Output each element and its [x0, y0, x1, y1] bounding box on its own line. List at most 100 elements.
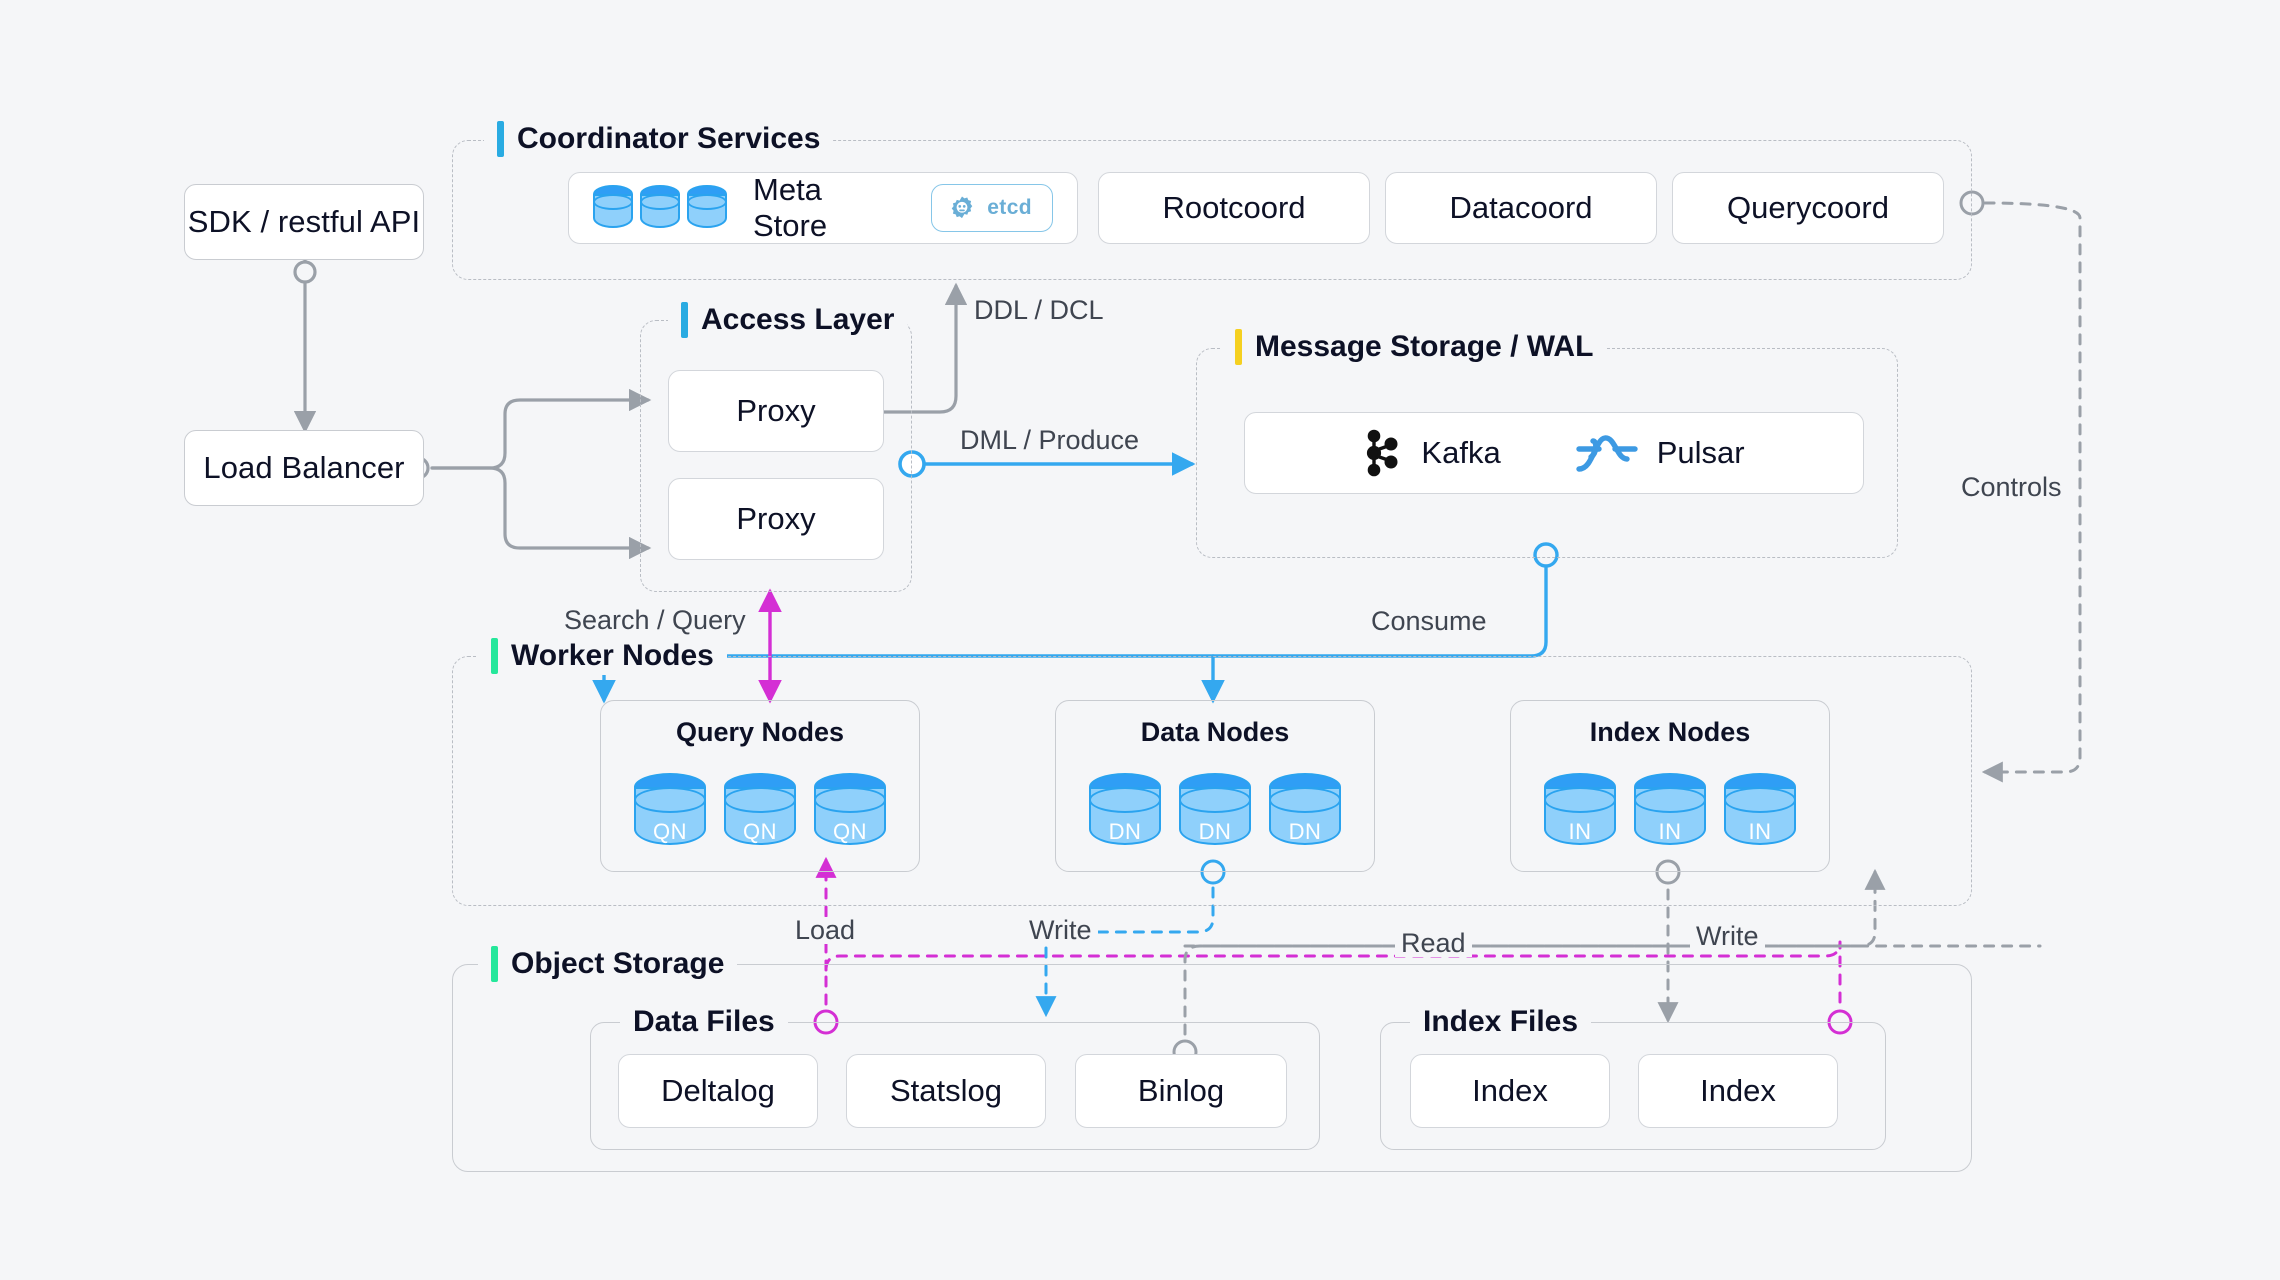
deltalog-label: Deltalog	[661, 1073, 775, 1108]
query-node-cylinder: QN	[814, 773, 886, 851]
worker-nodes-label: Worker Nodes	[511, 639, 714, 672]
data-node-cylinder: DN	[1269, 773, 1341, 851]
brokers-card[interactable]: Kafka Pulsar	[1244, 412, 1864, 494]
meta-store-cylinder	[687, 185, 727, 231]
message-storage-title: Message Storage / WAL	[1222, 328, 1607, 366]
proxy-card-1[interactable]: Proxy	[668, 370, 884, 452]
pulsar-label: Pulsar	[1656, 435, 1745, 470]
index-files-group	[1380, 1022, 1886, 1150]
index-nodes-title: Index Nodes	[1589, 717, 1751, 747]
object-storage-label: Object Storage	[511, 947, 725, 980]
data-files-title: Data Files	[620, 1003, 788, 1041]
index-node-cylinder: IN	[1544, 773, 1616, 851]
querycoord-card[interactable]: Querycoord	[1672, 172, 1944, 244]
etcd-badge[interactable]: etcd	[931, 184, 1053, 232]
query-nodes-group[interactable]: Query Nodes QN QN QN	[600, 700, 920, 872]
data-files-label: Data Files	[633, 1005, 775, 1038]
deltalog-card[interactable]: Deltalog	[618, 1054, 818, 1128]
index-node-cylinder: IN	[1724, 773, 1796, 851]
coordinator-accent-tick	[497, 121, 504, 157]
rootcoord-label: Rootcoord	[1162, 190, 1306, 225]
edge-label-consume: Consume	[1365, 608, 1493, 635]
binlog-label: Binlog	[1137, 1073, 1225, 1108]
query-node-label: QN	[653, 819, 687, 844]
object-storage-title: Object Storage	[478, 945, 738, 983]
kafka-broker[interactable]: Kafka	[1363, 429, 1501, 477]
worker-nodes-group	[452, 656, 1972, 906]
kafka-label: Kafka	[1421, 435, 1501, 470]
edge-label-read: Read	[1395, 930, 1472, 957]
data-node-label: DN	[1198, 819, 1232, 844]
querycoord-label: Querycoord	[1727, 190, 1889, 225]
proxy-card-2[interactable]: Proxy	[668, 478, 884, 560]
datacoord-card[interactable]: Datacoord	[1385, 172, 1657, 244]
index-node-label: IN	[1658, 819, 1682, 844]
meta-store-card[interactable]: Meta Store etcd	[568, 172, 1078, 244]
index-files-title: Index Files	[1410, 1003, 1592, 1041]
meta-store-cylinder	[640, 185, 680, 231]
edge-label-ddl: DDL / DCL	[968, 297, 1110, 324]
data-files-group	[590, 1022, 1320, 1150]
data-nodes-group[interactable]: Data Nodes DN DN DN	[1055, 700, 1375, 872]
query-node-cylinder: QN	[724, 773, 796, 851]
edge-label-write-data: Write	[1023, 917, 1098, 944]
query-node-cylinder: QN	[634, 773, 706, 851]
access-layer-accent-tick	[681, 302, 688, 338]
statslog-card[interactable]: Statslog	[846, 1054, 1046, 1128]
rootcoord-card[interactable]: Rootcoord	[1098, 172, 1370, 244]
proxy-label-1: Proxy	[736, 393, 816, 428]
index-nodes-group[interactable]: Index Nodes IN IN IN	[1510, 700, 1830, 872]
object-storage-accent-tick	[491, 946, 498, 982]
meta-store-cylinders	[593, 185, 727, 231]
data-node-cylinder: DN	[1089, 773, 1161, 851]
etcd-gear-icon	[951, 196, 973, 219]
coordinator-services-group	[452, 140, 1972, 280]
pulsar-broker[interactable]: Pulsar	[1575, 429, 1745, 477]
port-sdk-out	[293, 260, 317, 284]
index-files-label: Index Files	[1423, 1005, 1579, 1038]
query-nodes-cylinders: QN QN QN	[601, 773, 919, 851]
data-node-cylinder: DN	[1179, 773, 1251, 851]
data-node-label: DN	[1288, 819, 1322, 844]
index-label-1: Index	[1472, 1073, 1548, 1108]
sdk-restful-api-label: SDK / restful API	[187, 204, 421, 239]
load-balancer-label: Load Balancer	[203, 450, 405, 485]
edge-label-write-index: Write	[1690, 923, 1765, 950]
proxy-label-2: Proxy	[736, 501, 816, 536]
index-node-label: IN	[1748, 819, 1772, 844]
wire-lb-to-proxy2	[430, 466, 652, 560]
edge-label-dml: DML / Produce	[954, 427, 1146, 454]
edge-label-load: Load	[789, 917, 862, 944]
index-label-2: Index	[1700, 1073, 1776, 1108]
coordinator-services-title: Coordinator Services	[484, 120, 834, 158]
worker-nodes-title: Worker Nodes	[478, 637, 727, 675]
binlog-card[interactable]: Binlog	[1075, 1054, 1287, 1128]
index-node-label: IN	[1568, 819, 1592, 844]
etcd-label: etcd	[987, 196, 1032, 219]
wire-lb-to-proxy1	[430, 388, 652, 470]
brokers-row: Kafka Pulsar	[1245, 429, 1863, 477]
index-card-1[interactable]: Index	[1410, 1054, 1610, 1128]
pulsar-icon	[1576, 435, 1638, 472]
index-card-2[interactable]: Index	[1638, 1054, 1838, 1128]
access-layer-label: Access Layer	[701, 303, 895, 336]
query-node-label: QN	[833, 819, 867, 844]
coordinator-services-label: Coordinator Services	[517, 122, 821, 155]
access-layer-title: Access Layer	[668, 301, 908, 339]
query-nodes-title: Query Nodes	[675, 717, 845, 747]
meta-store-row: Meta Store etcd	[569, 172, 1077, 244]
index-nodes-cylinders: IN IN IN	[1511, 773, 1829, 851]
object-storage-group	[452, 964, 1972, 1172]
index-node-cylinder: IN	[1634, 773, 1706, 851]
sdk-restful-api-box[interactable]: SDK / restful API	[184, 184, 424, 260]
message-storage-label: Message Storage / WAL	[1255, 330, 1594, 363]
data-node-label: DN	[1108, 819, 1142, 844]
data-nodes-title: Data Nodes	[1140, 717, 1290, 747]
edge-label-controls: Controls	[1955, 474, 2068, 501]
query-node-label: QN	[743, 819, 777, 844]
load-balancer-box[interactable]: Load Balancer	[184, 430, 424, 506]
meta-store-cylinder	[593, 185, 633, 231]
message-storage-accent-tick	[1235, 329, 1242, 365]
worker-nodes-accent-tick	[491, 638, 498, 674]
